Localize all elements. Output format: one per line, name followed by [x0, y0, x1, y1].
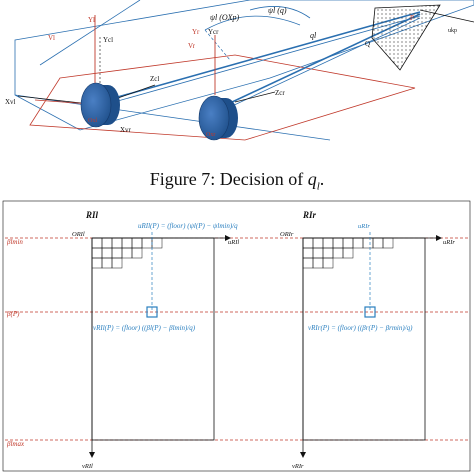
right-range-image: [302, 237, 426, 441]
dashed-guide: [204, 29, 231, 61]
u-formula: uRIl(P) = (floor) (ψl(P) − ψlmin)/q: [138, 222, 238, 230]
label-ycl: Ycl: [103, 36, 113, 44]
right-u-arrow: [436, 235, 442, 241]
label-zcr: Zcr: [275, 89, 285, 97]
label-u-right: uRIr: [443, 239, 455, 246]
label-origin-left: ORIl: [72, 231, 85, 238]
right-camera: [198, 95, 238, 141]
caption-subscript: l: [316, 180, 320, 193]
right-image-plane: [29, 54, 416, 141]
label-vr: Vr: [188, 42, 196, 50]
label-oxl: Oxl: [88, 118, 97, 124]
angle-arc: [249, 6, 311, 19]
label-vl: Vl: [48, 34, 55, 42]
right-target-pixel: [364, 306, 376, 318]
axis-u: [419, 9, 474, 23]
label-p: P: [410, 14, 414, 22]
label-u-top-right: uRIr: [358, 223, 370, 230]
label-ukp: ukp: [448, 28, 457, 34]
target-region: [371, 4, 441, 71]
stereo-geometry-figure: ψl (OXp) ψl (q) ql Yl Ycl Yr Ycr Vl Vr X…: [5, 0, 474, 141]
label-ri-right: RIr: [302, 210, 317, 220]
label-beta-p: β(P): [6, 310, 20, 318]
left-camera: [80, 82, 120, 128]
label-ql: ql: [310, 31, 317, 40]
label-psi-q: ψl (q): [268, 6, 287, 15]
v-formula-right: vRIr(P) = (floor) ((βr(P) − βrmin)/q): [308, 324, 413, 332]
label-v-right: vRIr: [292, 463, 304, 470]
axis-zcl: [117, 84, 156, 99]
caption-prefix: Figure 7: Decision of: [149, 169, 308, 189]
right-v-arrow: [300, 452, 306, 458]
range-image-figure: RIl RIr ORIl ORIr uRIl uRIr uRIr vRIl vR…: [2, 200, 471, 472]
label-xvl: Xvl: [5, 98, 16, 106]
label-zcl: Zcl: [150, 75, 159, 83]
figure-caption: Figure 7: Decision of ql.: [0, 166, 474, 193]
axis-zcr: [234, 91, 276, 103]
label-psi-oxp: ψl (OXp): [210, 13, 240, 22]
ray-left-2: [99, 15, 421, 107]
left-image-plane: [14, 0, 474, 131]
label-v-left: vRIl: [82, 463, 93, 470]
axis-xvl: [17, 95, 91, 105]
label-beta-min: βlmin: [6, 238, 23, 246]
caption-suffix: .: [319, 169, 325, 189]
left-u-arrow: [225, 235, 231, 241]
label-origin-right: ORIr: [280, 231, 294, 238]
label-u-left: uRIl: [228, 239, 239, 246]
label-q: Q: [365, 40, 370, 48]
plane-edge: [39, 0, 141, 66]
v-formula-left: vRIl(P) = (floor) ((βl(P) − βlmin)/q): [93, 324, 196, 332]
caption-symbol: q: [307, 169, 317, 189]
left-v-arrow: [89, 452, 95, 458]
figure-frame: [2, 200, 471, 472]
left-range-image: [91, 237, 215, 441]
ray-left: [99, 11, 421, 103]
label-ri-left: RIl: [85, 210, 99, 220]
label-xvr: Xvr: [120, 126, 132, 134]
label-yr: Yr: [192, 28, 200, 36]
angle-arc: [204, 15, 301, 31]
left-pixel-grid: [91, 237, 163, 269]
label-beta-max: βlmax: [6, 440, 25, 448]
left-target-pixel: [146, 306, 158, 318]
right-pixel-grid: [302, 237, 394, 269]
label-yl: Yl: [88, 16, 95, 24]
label-ycr: Ycr: [208, 28, 219, 36]
label-oxr: Oxr: [206, 132, 215, 138]
